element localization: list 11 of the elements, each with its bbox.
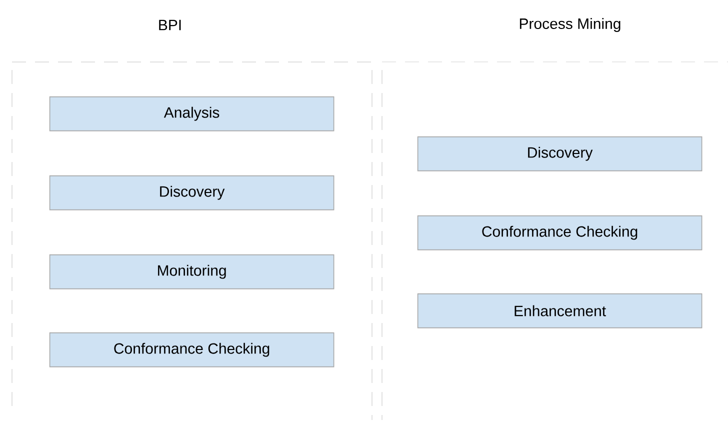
process-box: Discovery <box>49 175 334 210</box>
process-box: Analysis <box>49 96 334 132</box>
dashed-panel <box>12 20 372 420</box>
panel-heading: Process Mining <box>520 18 620 32</box>
process-box: Monitoring <box>49 254 334 290</box>
process-box: Discovery <box>417 136 702 172</box>
dashed-panel <box>382 18 728 420</box>
panel-heading: BPI <box>159 20 181 30</box>
process-box: Conformance Checking <box>49 332 334 368</box>
process-box: Conformance Checking <box>417 215 702 250</box>
process-box: Enhancement <box>417 293 702 328</box>
